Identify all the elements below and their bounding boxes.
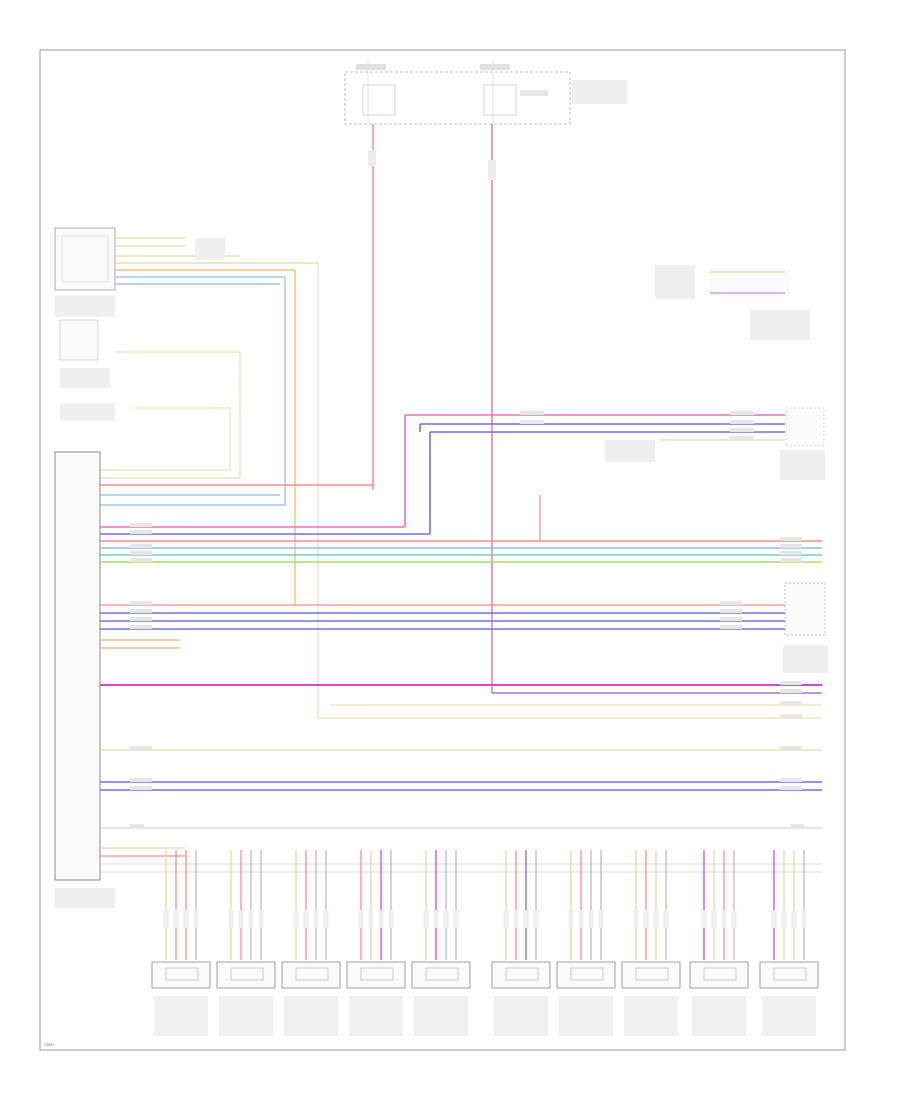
actuator-motor bbox=[216, 850, 276, 1036]
actuator-motor bbox=[151, 850, 211, 1036]
actuator-row bbox=[151, 850, 819, 1036]
actuator-motor bbox=[281, 850, 341, 1036]
actuator-motor bbox=[491, 850, 551, 1036]
fuse-box bbox=[344, 60, 627, 125]
temperature-switch-module bbox=[54, 227, 116, 421]
actuator-motor bbox=[556, 850, 616, 1036]
actuator-motor bbox=[411, 850, 471, 1036]
ambient-sensor bbox=[785, 407, 825, 447]
actuator-motor bbox=[346, 850, 406, 1036]
diagram-code: C3001 bbox=[44, 1043, 54, 1047]
actuator-motor bbox=[759, 850, 819, 1036]
climatronic-control-module bbox=[54, 451, 115, 908]
blower-sensor-unit bbox=[784, 582, 826, 636]
actuator-motor bbox=[689, 850, 749, 1036]
diagram-border bbox=[39, 49, 846, 1051]
actuator-motor bbox=[621, 850, 681, 1036]
right-connector-block bbox=[710, 268, 790, 296]
wire-label-chips bbox=[130, 411, 804, 828]
